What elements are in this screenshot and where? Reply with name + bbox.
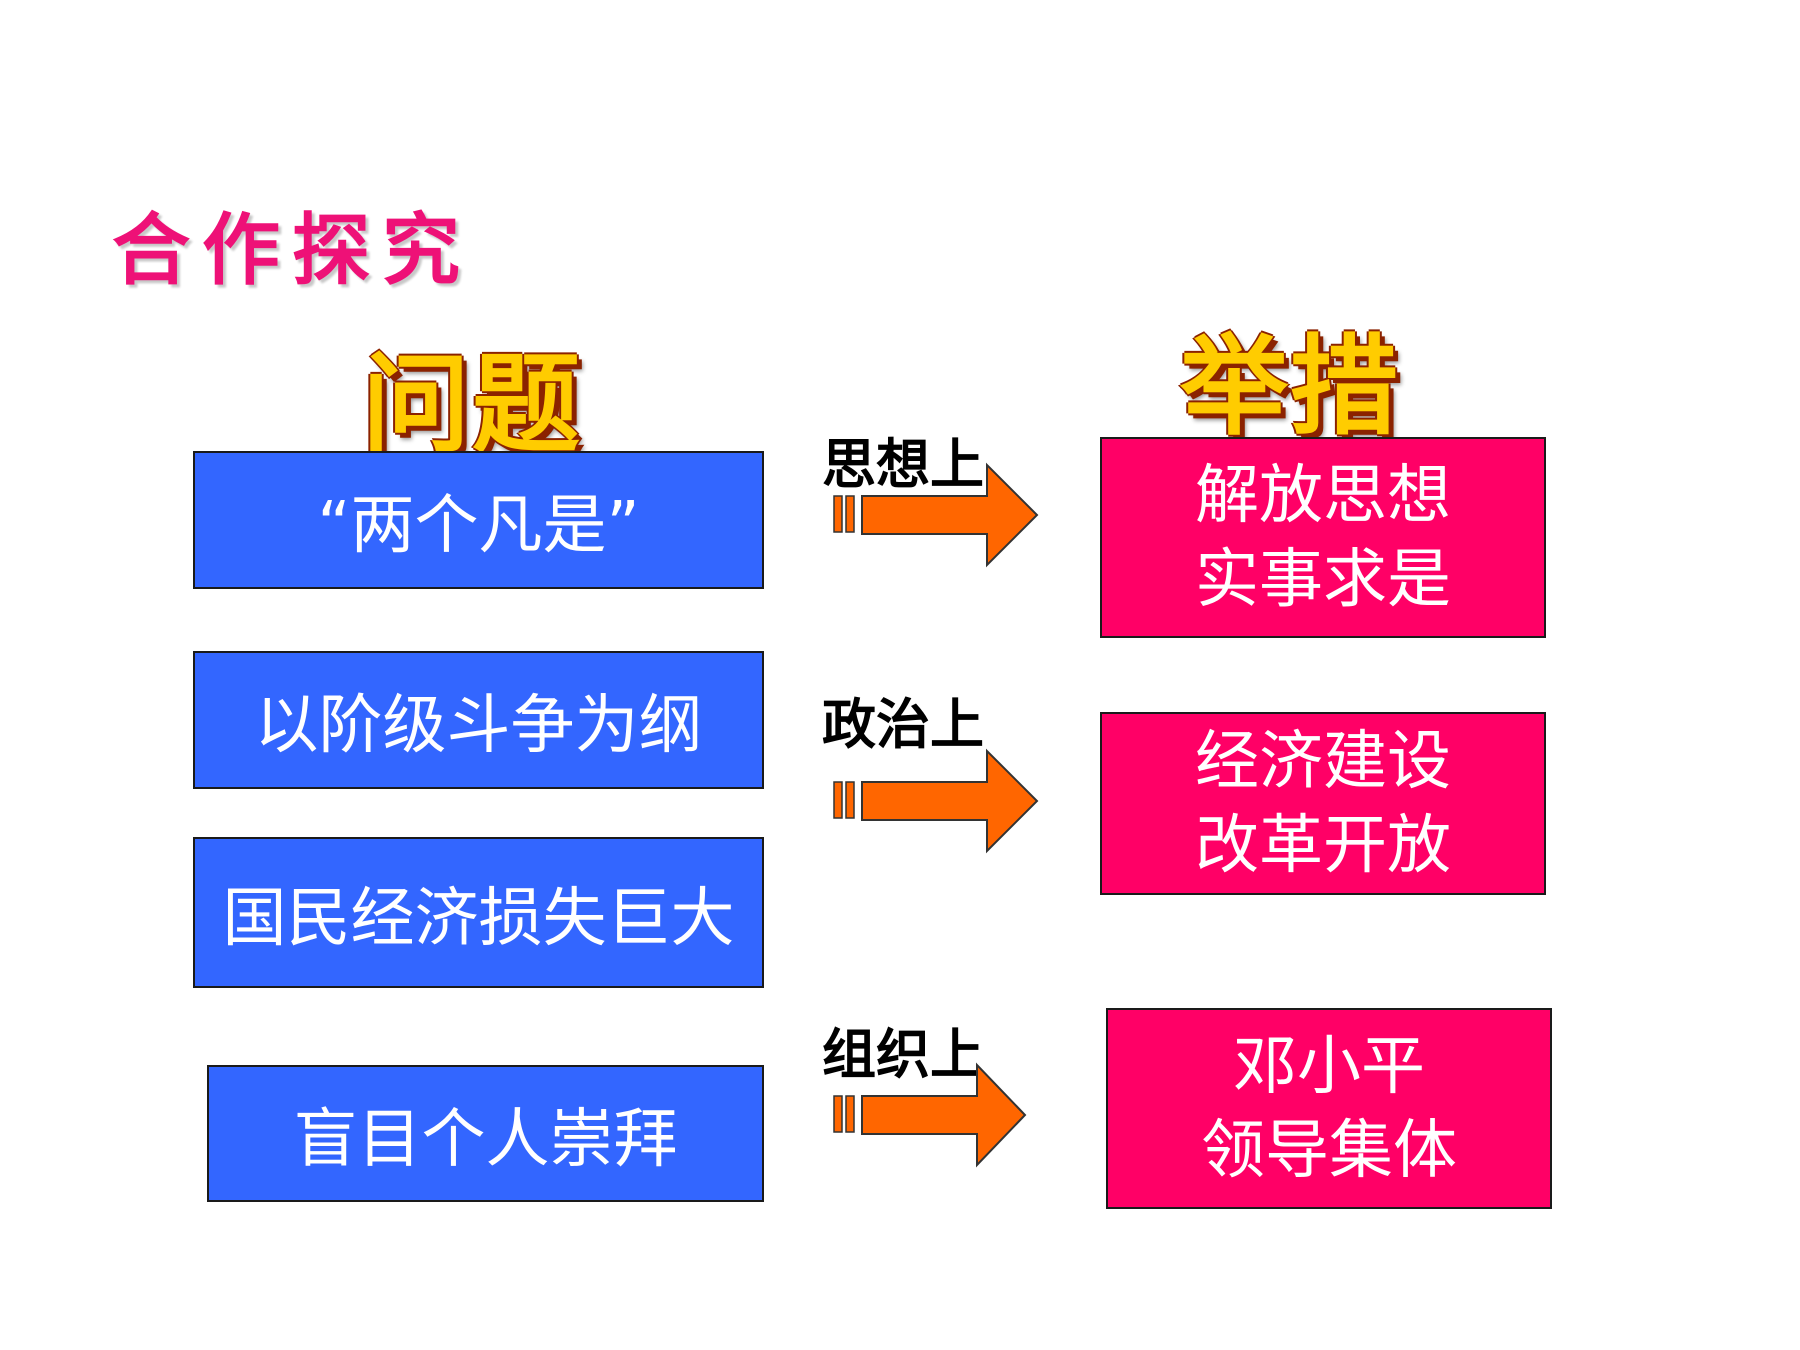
arrow-right-icon (833, 748, 1039, 854)
measure-box-ideology: 解放思想 实事求是 (1100, 437, 1546, 638)
measure-line-2: 改革开放 (1195, 808, 1451, 883)
measure-line-2: 领导集体 (1201, 1113, 1457, 1188)
section-title: 合作探究 (112, 205, 473, 296)
measure-box-organization: 邓小平 领导集体 (1106, 1008, 1552, 1209)
problem-label: “两个凡是” (317, 489, 640, 563)
measure-box-politics: 经济建设 改革开放 (1100, 712, 1546, 895)
problem-box-economic-loss: 国民经济损失巨大 (193, 837, 764, 988)
problem-label: 盲目个人崇拜 (293, 1102, 678, 1177)
measure-line-1: 邓小平 (1233, 1029, 1425, 1104)
measure-line-1: 经济建设 (1195, 724, 1451, 799)
problem-box-personality-cult: 盲目个人崇拜 (207, 1065, 764, 1202)
category-label-politics: 政治上 (822, 693, 984, 756)
category-label-ideology: 思想上 (822, 433, 984, 496)
measure-line-1: 解放思想 (1195, 458, 1451, 533)
problem-box-class-struggle: 以阶级斗争为纲 (193, 651, 764, 789)
problem-label: 以阶级斗争为纲 (254, 689, 703, 763)
arrow-right-icon (833, 462, 1039, 568)
arrow-right-icon (833, 1062, 1027, 1168)
problem-label: 国民经济损失巨大 (222, 881, 735, 956)
measures-heading: 举措 (1180, 324, 1401, 450)
measure-line-2: 实事求是 (1195, 542, 1451, 617)
problem-box-two-whatevers: “两个凡是” (193, 451, 764, 589)
category-label-organization: 组织上 (822, 1023, 984, 1086)
problems-heading: 问题 (362, 342, 583, 468)
